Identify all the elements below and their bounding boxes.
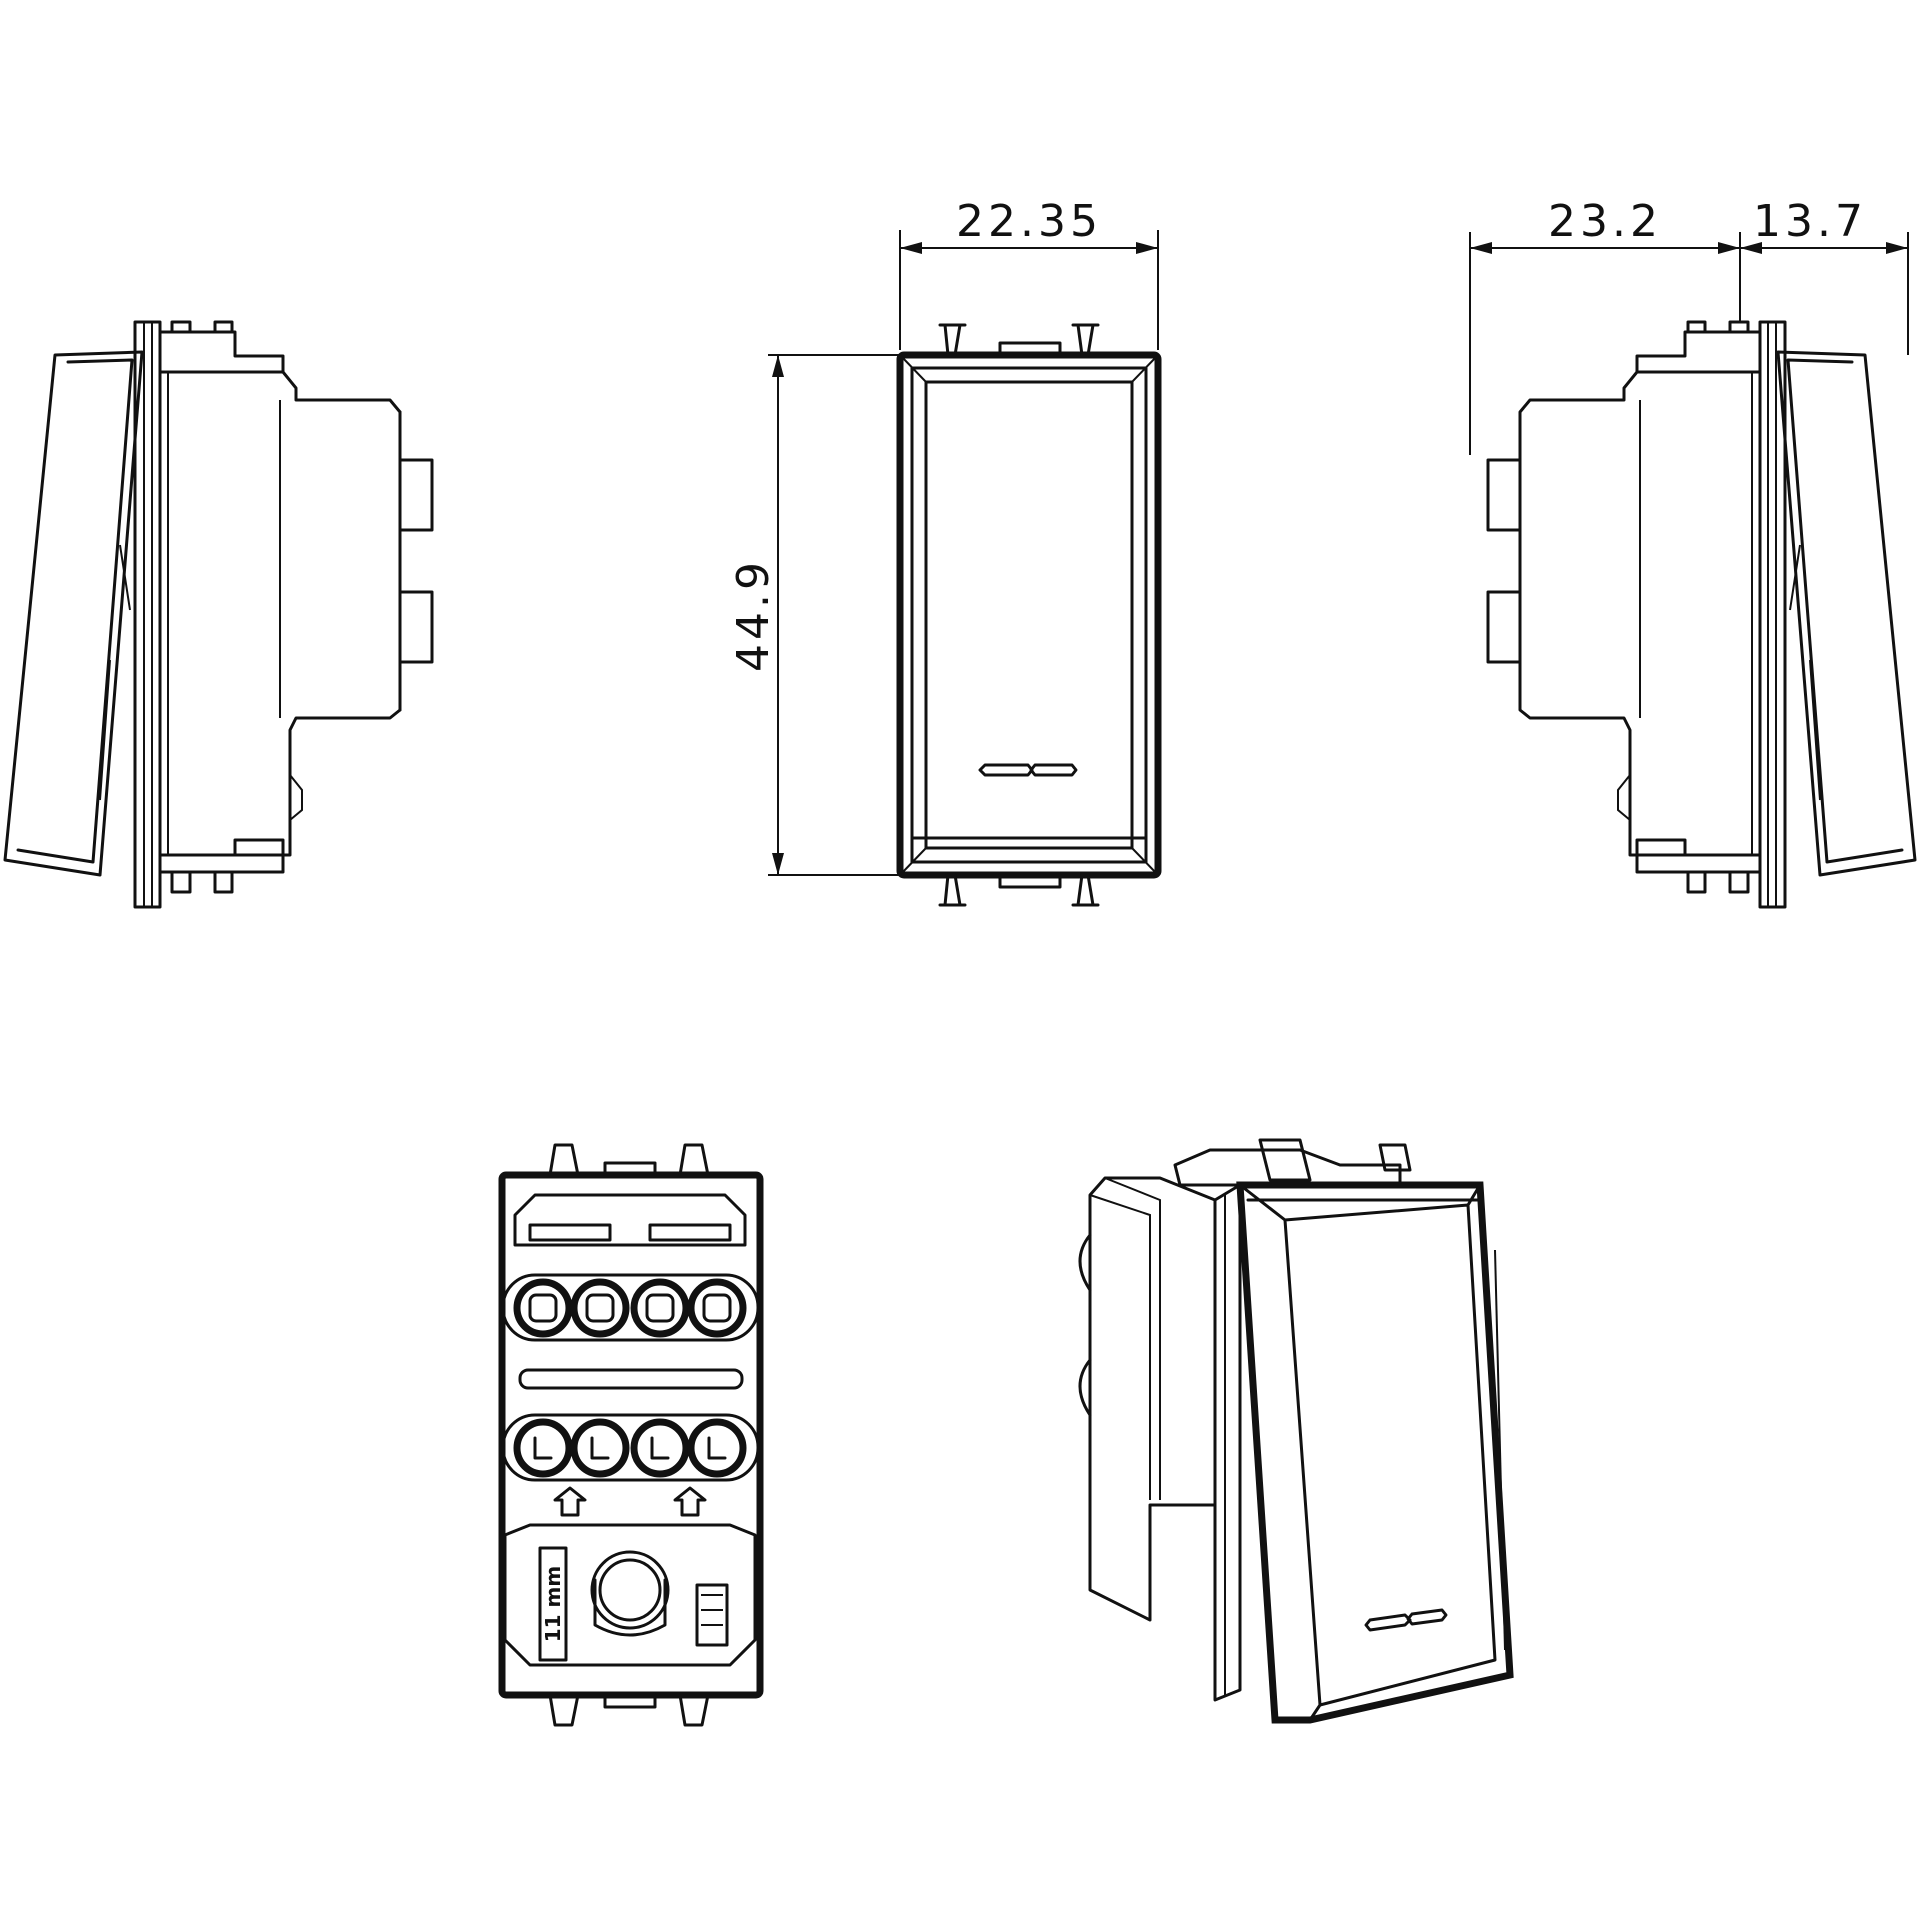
front-view: [896, 323, 1162, 907]
height-label: 44.9: [728, 558, 779, 672]
side-view-left: [3, 320, 434, 909]
dimension-height: 44.9: [728, 354, 900, 876]
side-view-right: [1486, 320, 1917, 909]
depth-left-label: 23.2: [1548, 196, 1662, 247]
rear-view: 11 mm: [498, 1143, 764, 1727]
width-label: 22.35: [956, 196, 1102, 247]
terminal-row-lower: [513, 1418, 747, 1478]
dimension-width: 22.35: [899, 196, 1159, 350]
depth-right-label: 13.7: [1753, 196, 1867, 247]
terminal-row-upper: [513, 1278, 747, 1338]
dimension-depth-left: 23.2: [1469, 196, 1740, 455]
dimension-depth-right: 13.7: [1739, 196, 1909, 355]
strip-length-label: 11 mm: [541, 1566, 565, 1642]
isometric-view: [1078, 1138, 1514, 1724]
